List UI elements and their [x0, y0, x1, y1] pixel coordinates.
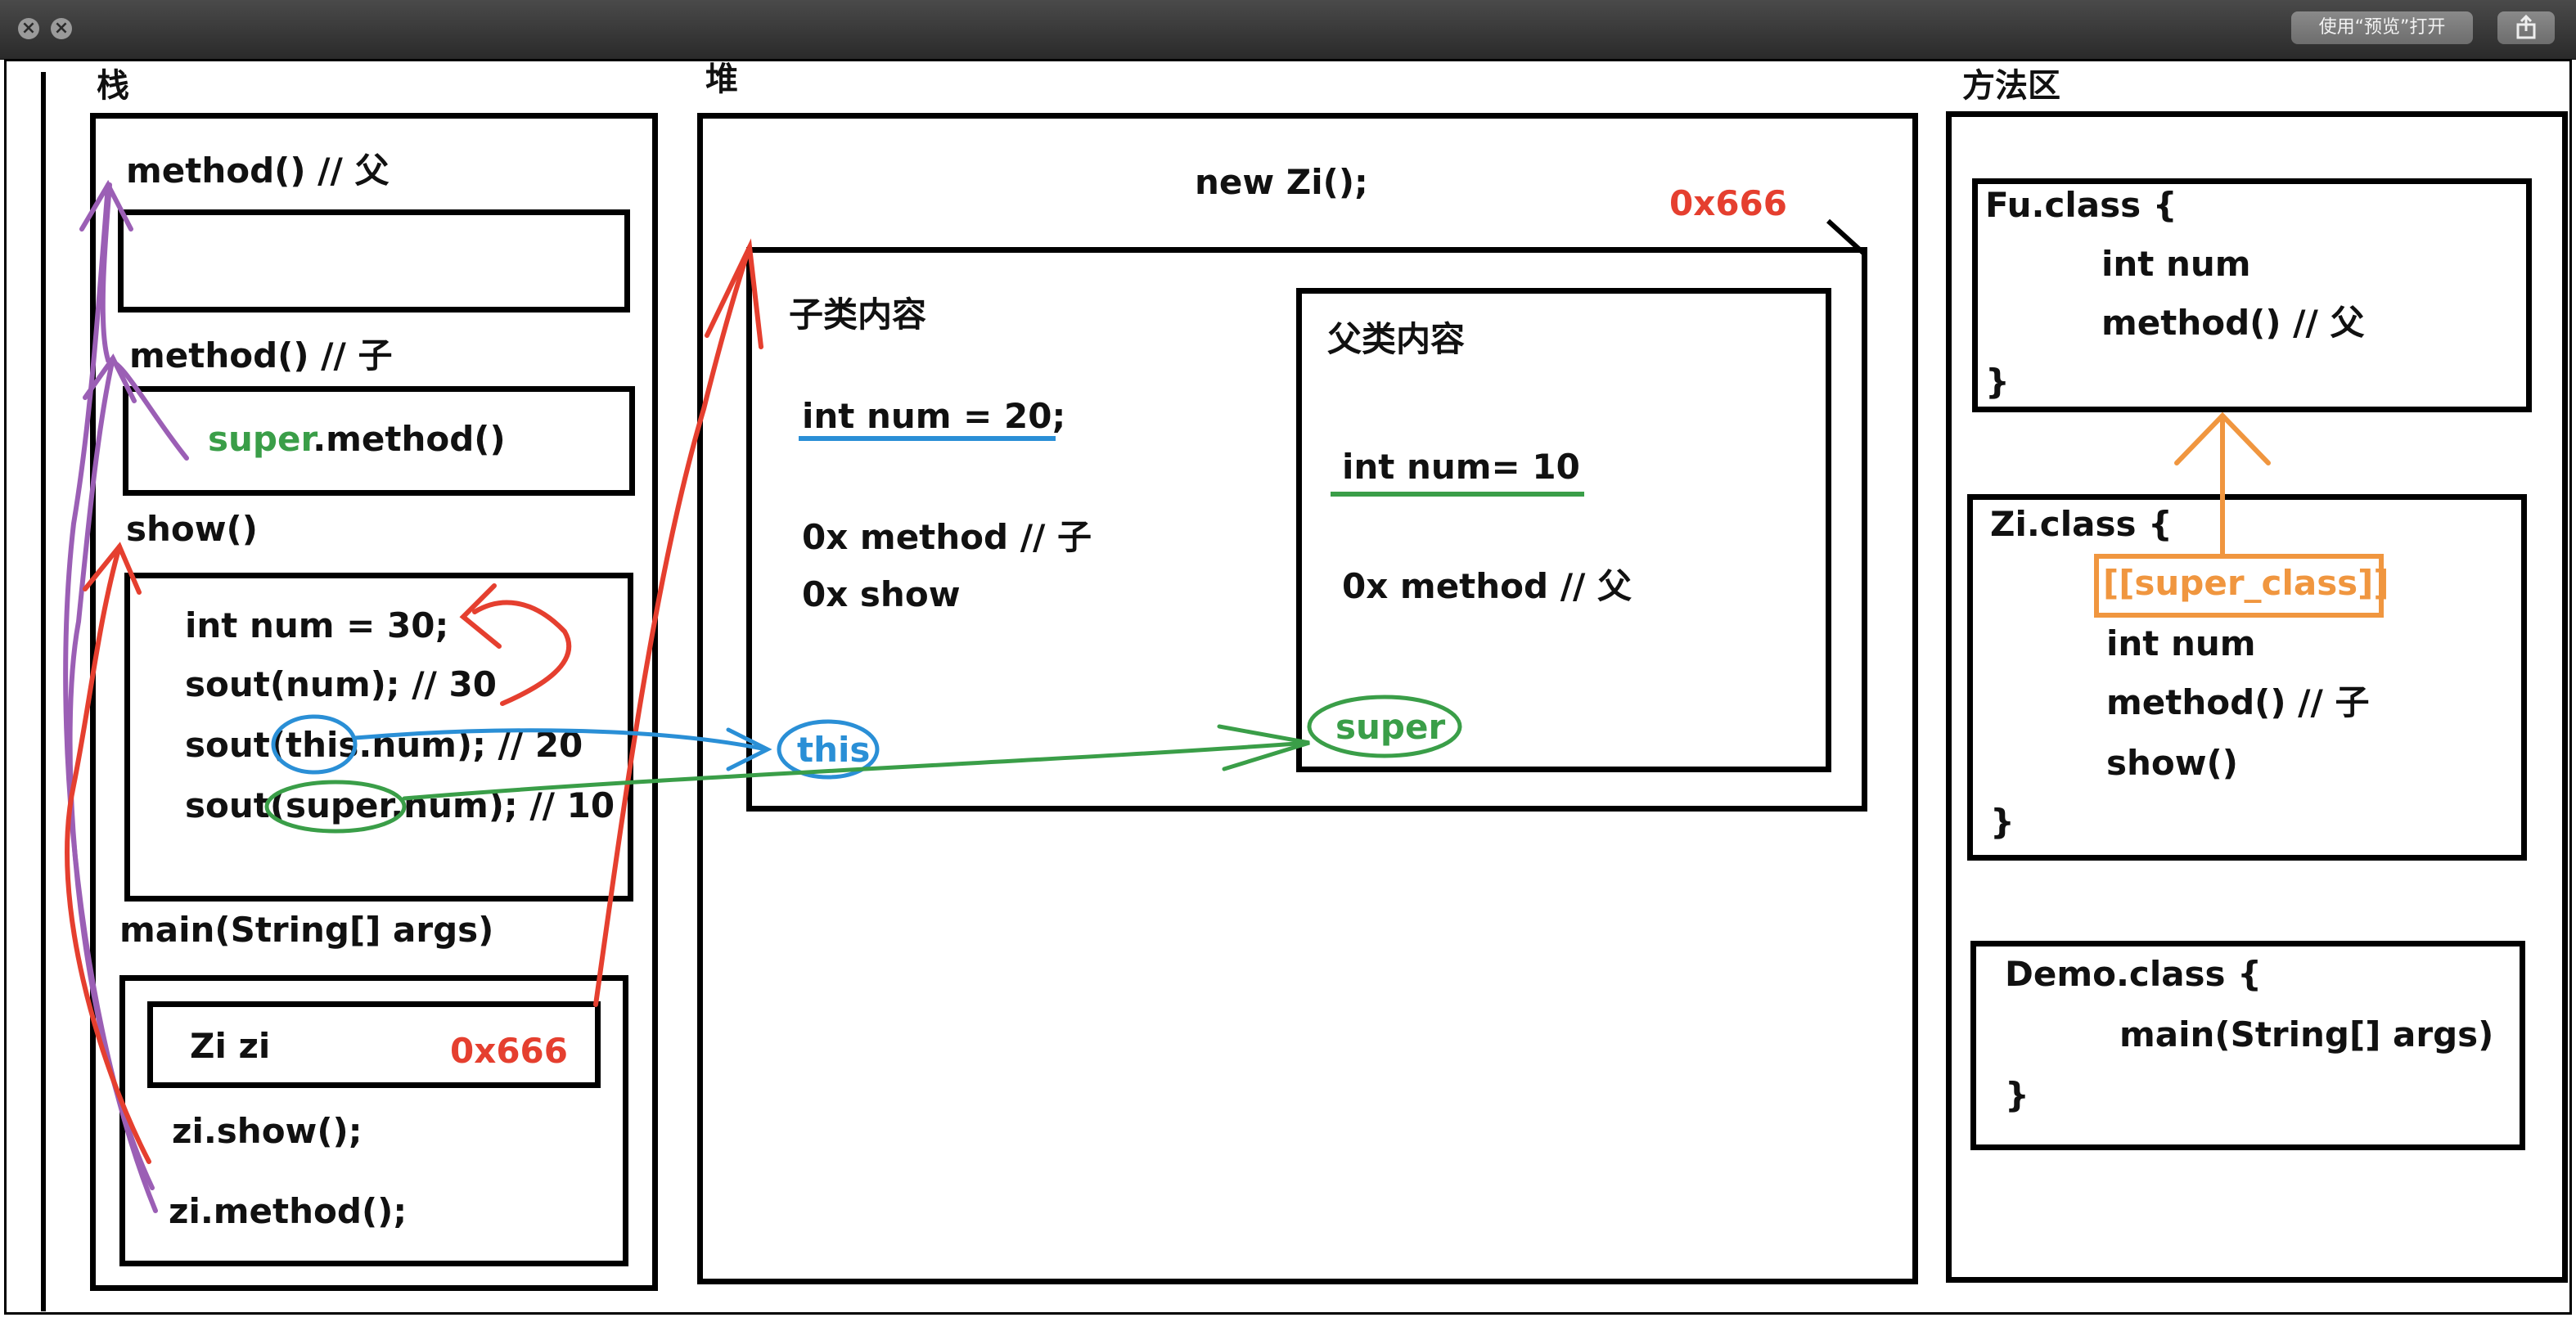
frame-method-parent-header: method() // 父	[126, 151, 390, 191]
child-field: int num = 20;	[802, 396, 1066, 436]
method-area-panel	[1946, 111, 2568, 1283]
show-line-this: sout(this.num); // 20	[185, 725, 583, 765]
super-method-call: super.method()	[208, 419, 506, 460]
frame-show-header: show()	[126, 509, 258, 549]
frame-method-parent	[118, 209, 630, 313]
method-area-title: 方法区	[1962, 67, 2060, 105]
share-icon	[2516, 14, 2536, 39]
parent-field: int num= 10	[1342, 447, 1580, 487]
left-rule	[41, 72, 46, 1311]
zi-class-close: }	[1990, 802, 2015, 842]
zi-class-box	[1967, 494, 2527, 861]
demo-class-close: }	[2005, 1075, 2029, 1115]
demo-class-box	[1970, 941, 2525, 1150]
child-content-title: 子类内容	[789, 295, 927, 335]
close-icon[interactable]: ×	[18, 18, 39, 39]
show-line-local: int num = 30;	[185, 605, 449, 645]
fu-class-method: method() // 父	[2101, 303, 2365, 343]
local-var-zi-label: Zi zi	[190, 1026, 271, 1066]
demo-class-open: Demo.class {	[2005, 954, 2263, 994]
heap-object-address: 0x666	[1669, 183, 1787, 223]
fu-class-open: Fu.class {	[1985, 185, 2177, 225]
child-show-pointer: 0x show	[802, 574, 961, 614]
super-label: super	[1335, 707, 1446, 747]
zi-class-open: Zi.class {	[1990, 504, 2173, 544]
zi-class-method: method() // 子	[2106, 682, 2370, 722]
show-line-super: sout(super.num); // 10	[185, 785, 615, 825]
method-call-rest: .method()	[313, 419, 506, 459]
stack-title: 栈	[97, 67, 129, 105]
heap-title: 堆	[705, 61, 738, 98]
this-label: this	[797, 730, 871, 770]
parent-content-box	[1296, 288, 1831, 772]
zi-class-show: show()	[2106, 743, 2238, 783]
open-with-preview-button[interactable]: 使用“预览”打开	[2291, 11, 2473, 44]
child-method-pointer: 0x method // 子	[802, 517, 1092, 557]
minimize-icon[interactable]: ×	[51, 18, 72, 39]
fu-class-box	[1972, 178, 2532, 412]
parent-method-pointer: 0x method // 父	[1342, 566, 1633, 606]
new-zi-expression: new Zi();	[1195, 162, 1368, 202]
main-line-method: zi.method();	[169, 1191, 408, 1231]
fu-class-field: int num	[2101, 244, 2251, 284]
frame-main-header: main(String[] args)	[119, 910, 494, 950]
demo-class-main: main(String[] args)	[2119, 1014, 2494, 1054]
super-keyword: super	[208, 419, 313, 459]
parent-content-title: 父类内容	[1327, 319, 1466, 359]
super-class-reference: [[super_class]]	[2103, 563, 2389, 603]
frame-method-child-header: method() // 子	[129, 335, 393, 375]
zi-class-field: int num	[2106, 623, 2256, 663]
share-button[interactable]	[2497, 11, 2555, 44]
slide-frame	[4, 59, 2572, 1315]
show-line-num: sout(num); // 30	[185, 664, 497, 704]
fu-class-close: }	[1985, 362, 2010, 402]
main-line-show: zi.show();	[172, 1111, 363, 1151]
window-titlebar: × × 使用“预览”打开	[0, 0, 2576, 60]
local-var-zi-address: 0x666	[450, 1031, 568, 1071]
